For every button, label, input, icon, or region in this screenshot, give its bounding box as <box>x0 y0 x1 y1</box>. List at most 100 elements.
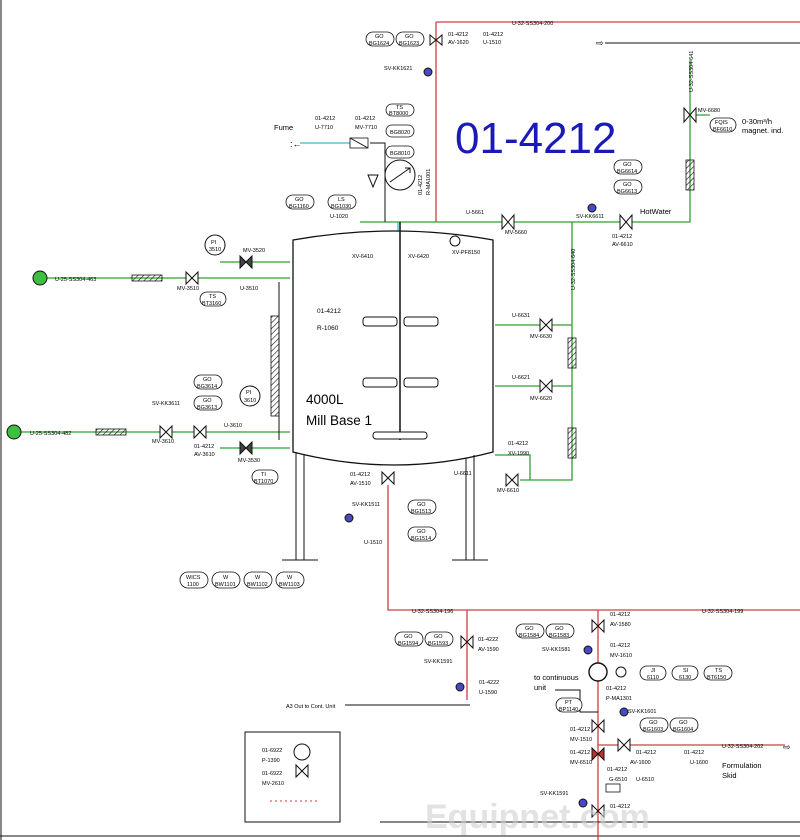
go-1513-l: GO <box>417 502 426 508</box>
ts-label: TS <box>396 105 403 111</box>
out-right-arrow: ⇨ <box>783 742 791 752</box>
go-bg1584: BG1584 <box>519 633 539 639</box>
p-ma1301: P-MA1301 <box>606 696 632 702</box>
av-1580-valve <box>591 618 605 634</box>
plant-id: 01-4212 <box>455 114 616 163</box>
av-1580: AV-1580 <box>610 622 631 628</box>
go-bg3614: BG3614 <box>197 384 217 390</box>
header-red: U-32-SS304-196 <box>412 609 453 615</box>
mv-6680: MV-6680 <box>698 108 720 114</box>
go-1604-l: GO <box>679 720 688 726</box>
u-6510: U-6510 <box>636 777 654 783</box>
go-1603-l: GO <box>649 720 658 726</box>
tag-a: 01-4212 <box>448 32 468 38</box>
go-bg1623: BG1623 <box>399 41 419 47</box>
sv-kk1591-solenoid <box>455 682 465 692</box>
bp1140: BP1140 <box>559 707 578 713</box>
inlet-463-source <box>32 270 48 286</box>
u-7710: U-7710 <box>315 125 333 131</box>
ji-box <box>639 665 667 681</box>
w3-box <box>275 571 305 589</box>
tag-d: 01-4212 <box>355 116 375 122</box>
w3-l: W <box>287 575 293 581</box>
go-1584-l: GO <box>525 626 534 632</box>
pipe-red-outlet <box>387 485 800 611</box>
hatch-463 <box>131 274 163 282</box>
go-bg1513: BG1513 <box>411 509 431 515</box>
go-bg6614: BG6614 <box>617 169 637 175</box>
ti-bt1070-box <box>251 469 279 485</box>
tag-f: 01-4212 <box>194 444 214 450</box>
header-red-right: U-32-SS304-199 <box>702 609 743 615</box>
mv-5660-valve <box>501 213 515 231</box>
impeller-2b <box>403 377 439 388</box>
mv-6610: MV-6610 <box>497 488 519 494</box>
u-1600: U-1600 <box>690 760 708 766</box>
mv-3520: MV-3520 <box>243 248 265 254</box>
bf6610: BF6610 <box>713 127 732 133</box>
ts-bt3160: BT3160 <box>202 301 221 307</box>
tag-n: 01-4212 <box>636 750 656 756</box>
bg8020-box <box>385 124 415 138</box>
tag-4222-a: 01-4222 <box>478 637 498 643</box>
sv-kk6611-solenoid <box>587 203 597 213</box>
si-box <box>671 665 699 681</box>
u-6611: U-6611 <box>454 471 472 477</box>
go-1593-l: GO <box>434 634 443 640</box>
top-right-arrow: ⇨ <box>596 38 604 48</box>
box-01-6922: 01-6922 <box>262 748 282 754</box>
mv-3510-valve <box>185 270 199 286</box>
vessel-tag-bottom: R-1060 <box>317 325 339 332</box>
bg1160: BG1160 <box>289 204 309 210</box>
av-1620-valve <box>429 33 443 47</box>
ls-bg1030: BG1030 <box>331 204 351 210</box>
mv-6620: MV-6620 <box>530 396 552 402</box>
u-1510: U-1510 <box>364 540 382 546</box>
vessel-body <box>292 230 494 466</box>
w2-l: W <box>255 575 261 581</box>
u-3610: U-3610 <box>224 423 242 429</box>
bg8010-box <box>385 145 415 159</box>
tag-l: 01-4212 <box>570 727 590 733</box>
vertical-top-right: U-32-SS304-641 <box>689 51 695 92</box>
box-mv2610: MV-2610 <box>262 781 284 787</box>
go-3614-l: GO <box>203 377 212 383</box>
go-1160-l: GO <box>295 197 304 203</box>
pt-l: PT <box>565 700 573 706</box>
si-6130: 6130 <box>679 675 691 681</box>
pi-3510: 3510 <box>209 247 221 253</box>
go-bg1623-box <box>395 31 425 47</box>
pump-p-ma1301 <box>588 662 608 682</box>
pipe-fume-2 <box>370 142 386 222</box>
hatch-482 <box>95 428 127 436</box>
pi-3610-bubble <box>239 385 261 407</box>
a3-out: A3 Out to Cont. Unit <box>286 704 336 710</box>
u-5661: U-5661 <box>466 210 484 216</box>
fqis-box <box>709 117 737 133</box>
mv-3610-valve <box>159 424 173 440</box>
sv-kk1591b: SV-KK1591 <box>540 791 568 797</box>
av-1600-valve <box>617 737 631 753</box>
vessel-jacket <box>270 315 280 417</box>
go-bg1594-box <box>394 631 424 647</box>
tag-o: 01-4212 <box>684 750 704 756</box>
go-bg1624-box <box>365 31 395 47</box>
pt-bp1140-box <box>555 697 583 713</box>
go-2: GO <box>405 34 414 40</box>
go-bg3613-box <box>193 395 223 411</box>
go-bg1584-box <box>515 623 545 639</box>
go-bg6613-box <box>613 179 643 195</box>
ts-6150-l: TS <box>715 668 722 674</box>
go-bg1514-box <box>407 526 437 542</box>
hotwater: HotWater <box>640 207 672 216</box>
pi-3610-l: PI <box>246 390 252 396</box>
xv-1990: XV-1990 <box>508 451 529 457</box>
av-3610-valve <box>193 424 207 440</box>
pipe-green-xv1990 <box>495 454 531 480</box>
inlet-482-source <box>6 424 22 440</box>
u-6621: U-6621 <box>512 375 530 381</box>
go-bg1603-box <box>639 717 669 733</box>
green-hatch-top <box>685 159 695 191</box>
go-bg1593: BG1593 <box>428 641 448 647</box>
